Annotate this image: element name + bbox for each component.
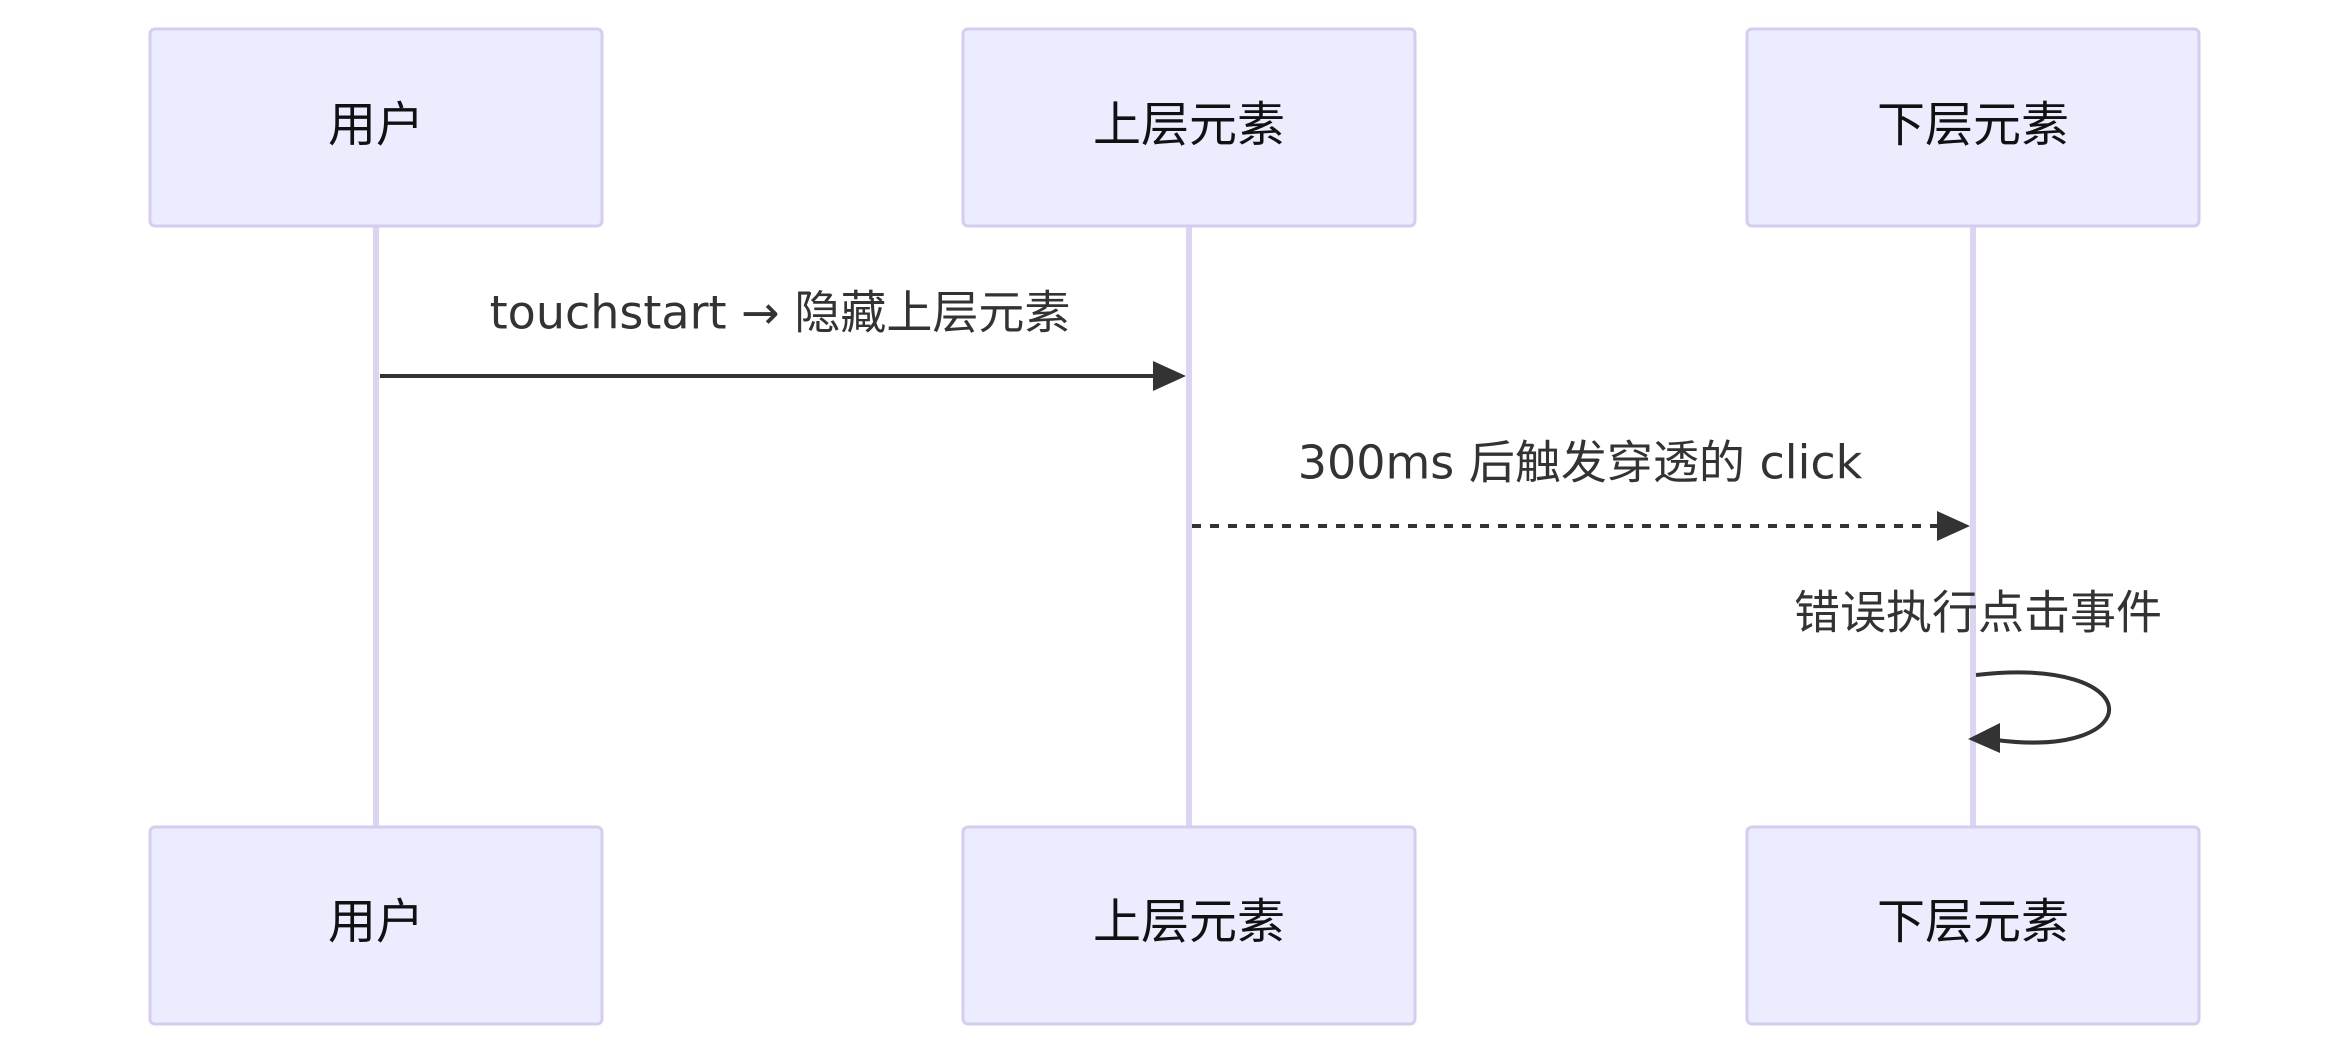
actor-label: 下层元素 [1877,894,2069,950]
actor-top-lower: 下层元素 [1745,27,2201,228]
message-label: 错误执行点击事件 [1794,586,2162,640]
arrowhead [1153,361,1186,391]
arrowhead [1937,511,1970,541]
actor-label: 上层元素 [1093,894,1285,950]
actor-label: 下层元素 [1877,97,2069,153]
message-touchstart: touchstart → 隐藏上层元素 [380,286,1186,391]
message-click-through: 300ms 后触发穿透的 click [1192,436,1970,541]
actor-bottom-upper: 上层元素 [961,825,1417,1026]
actor-bottom-user: 用户 [148,825,604,1026]
actor-label: 用户 [328,894,424,950]
actor-top-upper: 上层元素 [961,27,1417,228]
actor-bottom-lower: 下层元素 [1745,825,2201,1026]
message-label: touchstart → 隐藏上层元素 [490,286,1071,340]
message-self-call: 错误执行点击事件 [1794,586,2162,753]
actor-top-user: 用户 [148,27,604,228]
message-label: 300ms 后触发穿透的 click [1298,436,1863,490]
arrowhead [1968,723,2000,753]
actor-label: 用户 [328,97,424,153]
actor-label: 上层元素 [1093,97,1285,153]
